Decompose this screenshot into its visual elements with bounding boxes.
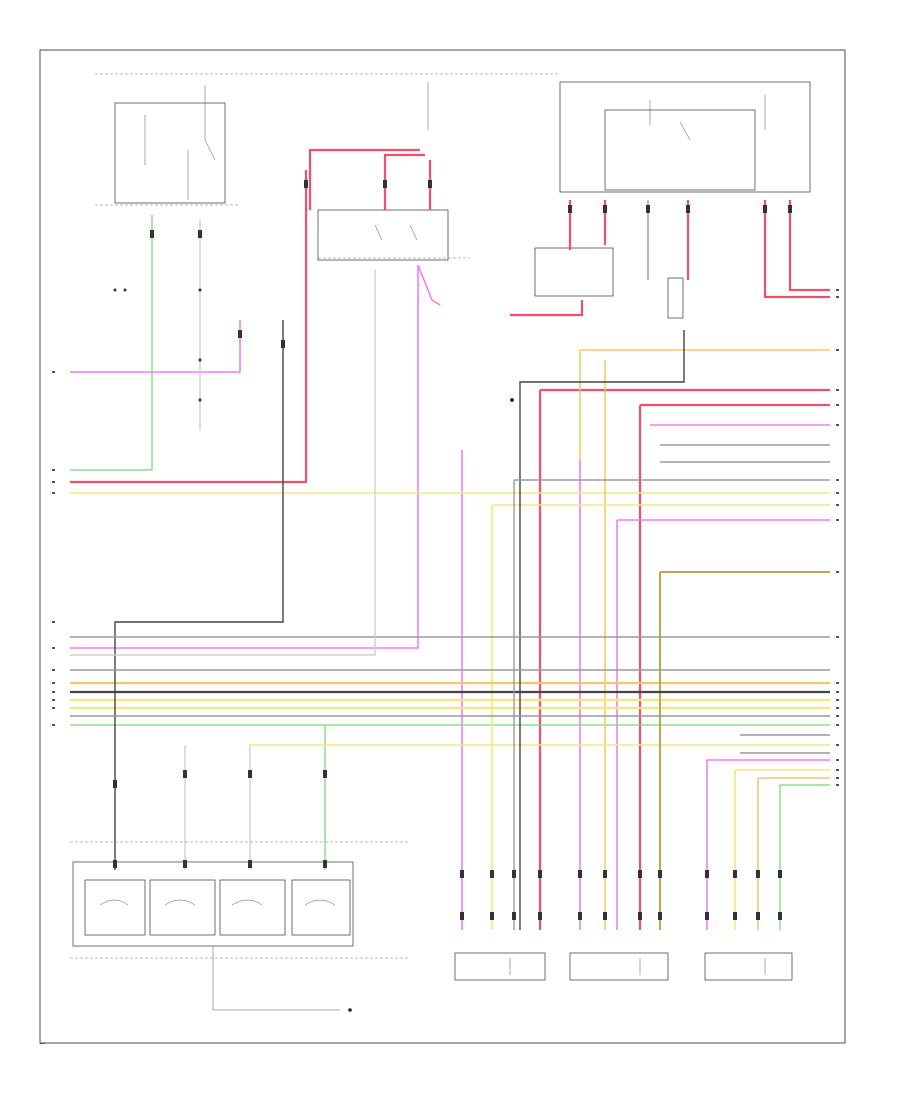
red-wires	[70, 148, 830, 930]
green-wires	[70, 215, 830, 930]
olive-wires	[659, 571, 830, 930]
relay-block-center	[317, 82, 470, 261]
connector-markers	[113, 180, 792, 920]
pink-wires	[70, 264, 830, 930]
diagram-frame	[39, 49, 846, 1044]
yellow-wires	[70, 349, 830, 930]
right-connector-ticks	[836, 289, 839, 786]
black-wires	[70, 200, 830, 930]
left-fuse-block	[95, 85, 240, 206]
right-fuse-block	[559, 81, 811, 193]
relay-right-middle	[534, 247, 684, 319]
splice-dots	[113, 288, 202, 402]
page-code: —	[40, 1041, 45, 1047]
left-connector-ticks	[52, 371, 55, 726]
bottom-left-module	[70, 841, 410, 1012]
bottom-right-modules	[454, 952, 793, 981]
